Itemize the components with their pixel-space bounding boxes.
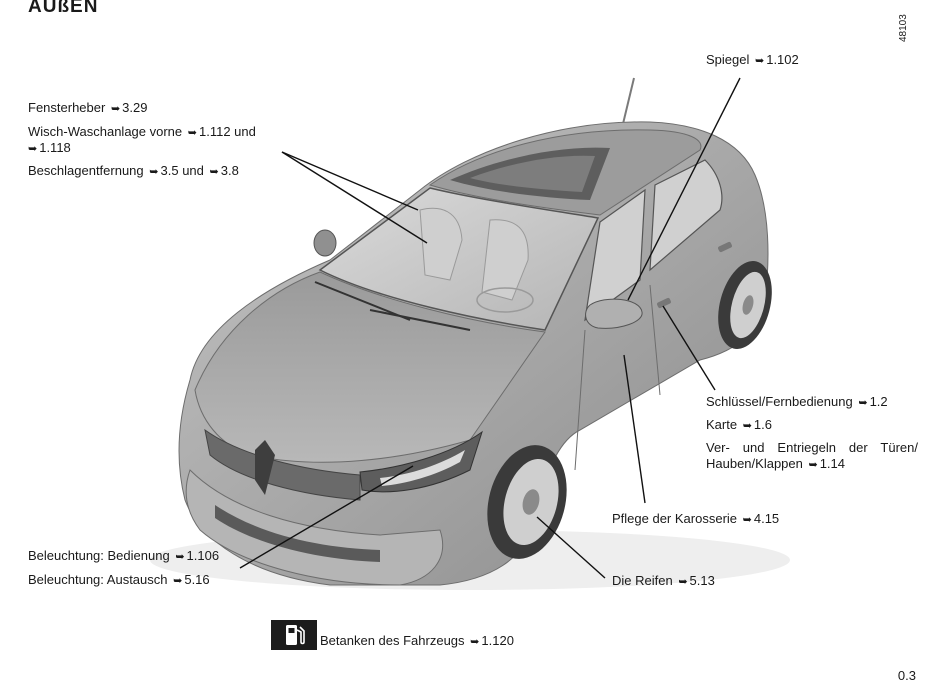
reference-arrow-icon: ➥ [173, 573, 182, 589]
callout-text: Schlüssel/Fernbedienung [706, 394, 853, 409]
fuel-pump-icon [271, 620, 317, 650]
callout-wisch-line2: ➥1.118 [28, 140, 71, 157]
callout-text: Die Reifen [612, 573, 673, 588]
page-reference: 1.6 [754, 417, 772, 432]
callout-schluessel: Schlüssel/Fernbedienung ➥1.2 [706, 394, 888, 411]
callout-pflege: Pflege der Karosserie ➥4.15 [612, 511, 779, 528]
leader-fenster-a [282, 152, 418, 210]
page-reference: 4.15 [754, 511, 779, 526]
callout-karte: Karte ➥1.6 [706, 417, 772, 434]
callout-text: Karte [706, 417, 737, 432]
page-reference: 1.102 [766, 52, 799, 67]
callout-text: Pflege der Karosserie [612, 511, 737, 526]
page-reference: 3.29 [122, 100, 147, 115]
page-reference: 3.5 [161, 163, 179, 178]
page-reference: 3.8 [221, 163, 239, 178]
callout-text: Fensterheber [28, 100, 105, 115]
callout-text: Spiegel [706, 52, 749, 67]
connector-word: und [182, 163, 204, 178]
callout-fensterheber: Fensterheber ➥3.29 [28, 100, 147, 117]
page-number: 0.3 [898, 668, 916, 683]
page-reference: 1.106 [187, 548, 220, 563]
reference-arrow-icon: ➥ [149, 164, 158, 180]
callout-text: Betanken des Fahrzeugs [320, 633, 465, 648]
callout-spiegel: Spiegel ➥1.102 [706, 52, 799, 69]
callout-text: Hauben/Klappen [706, 456, 803, 471]
page-reference: 5.13 [690, 573, 715, 588]
page-reference: 1.2 [870, 394, 888, 409]
reference-arrow-icon: ➥ [175, 549, 184, 565]
reference-arrow-icon: ➥ [111, 101, 120, 117]
page-reference: 1.120 [481, 633, 514, 648]
callout-text: Beschlagentfernung [28, 163, 144, 178]
reference-arrow-icon: ➥ [858, 395, 867, 411]
page-reference: 5.16 [184, 572, 209, 587]
callout-text: Beleuchtung: Bedienung [28, 548, 170, 563]
antenna [622, 78, 634, 128]
reference-arrow-icon: ➥ [188, 125, 197, 141]
callout-text: Wisch-Waschanlage vorne [28, 124, 182, 139]
callout-verriegeln-line2: Hauben/Klappen ➥1.14 [706, 456, 845, 473]
callout-beleuchtung-austausch: Beleuchtung: Austausch ➥5.16 [28, 572, 210, 589]
reference-arrow-icon: ➥ [678, 574, 687, 590]
reference-arrow-icon: ➥ [808, 457, 817, 473]
page-reference: 1.14 [820, 456, 845, 471]
callout-reifen: Die Reifen ➥5.13 [612, 573, 715, 590]
page-reference: 1.112 und [199, 124, 256, 139]
callout-wisch-line1: Wisch-Waschanlage vorne ➥1.112 und [28, 124, 256, 141]
reference-arrow-icon: ➥ [470, 634, 479, 650]
callout-tanken: Betanken des Fahrzeugs ➥1.120 [320, 633, 514, 650]
reference-arrow-icon: ➥ [743, 418, 752, 434]
callout-beleuchtung-bedienung: Beleuchtung: Bedienung ➥1.106 [28, 548, 219, 565]
page-reference: 1.118 [39, 140, 71, 155]
callout-beschlag: Beschlagentfernung ➥3.5 und ➥3.8 [28, 163, 239, 180]
reference-arrow-icon: ➥ [28, 141, 37, 157]
reference-arrow-icon: ➥ [210, 164, 219, 180]
reference-arrow-icon: ➥ [755, 53, 764, 69]
leader-fenster-b [282, 152, 427, 243]
callout-text: Beleuchtung: Austausch [28, 572, 168, 587]
reference-arrow-icon: ➥ [743, 512, 752, 528]
callout-verriegeln-line1: Ver- und Entriegeln der Türen/ [706, 440, 918, 456]
